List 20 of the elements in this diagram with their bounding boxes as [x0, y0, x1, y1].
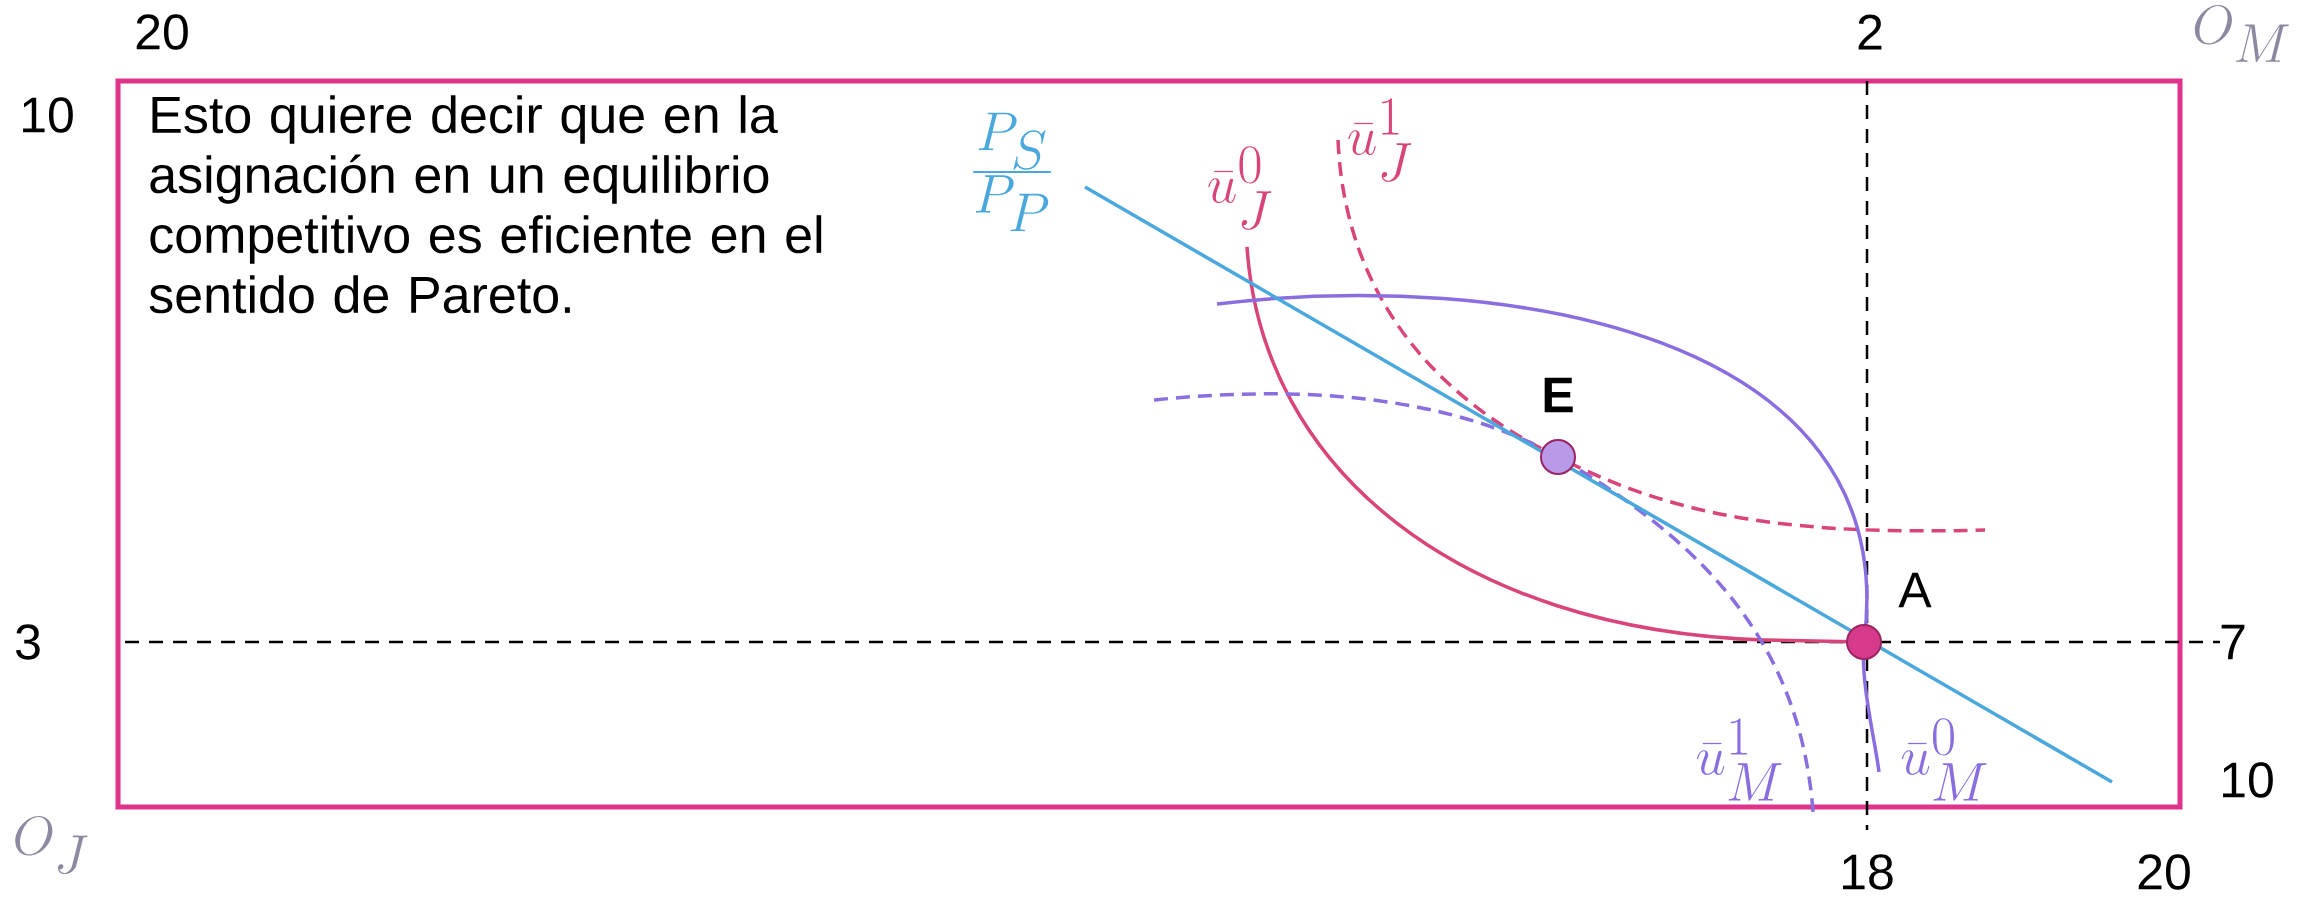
point-marker	[1540, 439, 1576, 475]
slope-label: $\frac{P_S}{P_P}$	[973, 112, 1051, 232]
curve-label: $\bar{u}_J^{1}$	[1348, 98, 1412, 182]
note-text: Esto quiere decir que en la asignación en un equilibrio competitivo es eficiente en el sentido de Pareto.	[149, 95, 822, 314]
axis-number: 20	[136, 14, 188, 50]
axis-number: 20	[2138, 854, 2190, 890]
axis-number: 2	[1858, 14, 1882, 50]
curve-label: $\bar{u}_M^{1}$	[1696, 718, 1782, 801]
origin-label: $O_M$	[2194, 4, 2289, 62]
point-label: A	[1898, 572, 1932, 608]
curve-label: $\bar{u}_M^{0}$	[1901, 718, 1987, 801]
axis-number: 10	[2223, 762, 2273, 798]
axis-number: 3	[16, 624, 40, 660]
curve-label: $\bar{u}_J^{0}$	[1208, 146, 1272, 230]
point-label: E	[1544, 377, 1573, 413]
axis-number: 18	[1843, 854, 1893, 890]
point-marker	[1846, 624, 1882, 660]
origin-label: $O_J$	[15, 815, 88, 875]
axis-number: 7	[2221, 624, 2245, 660]
axis-number: 10	[23, 97, 73, 133]
